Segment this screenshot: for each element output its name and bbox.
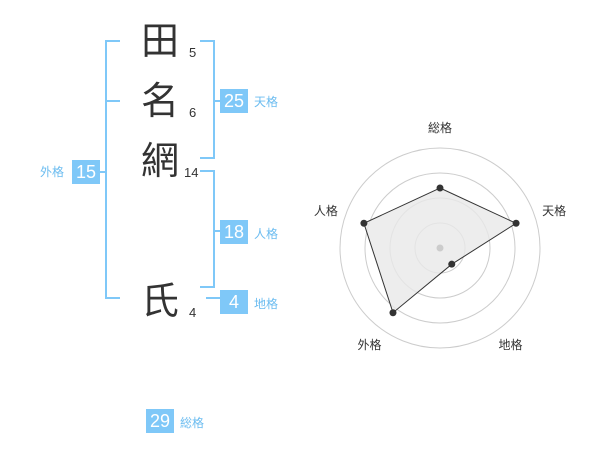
tenkaku-bracket: [200, 40, 215, 159]
stroke-count-1: 5: [189, 45, 197, 60]
jinkaku-label: 人格: [254, 227, 279, 241]
tenkaku-value: 25: [220, 89, 248, 113]
chikaku-label: 地格: [254, 297, 279, 311]
radar-point-3: [448, 260, 456, 268]
radar-center-dot: [436, 244, 444, 252]
radar-point-1: [436, 184, 444, 192]
soukaku-value: 29: [146, 409, 174, 433]
name-char-3: 網: [140, 139, 179, 183]
stroke-count-3: 14: [184, 165, 199, 180]
gaikaku-label: 外格: [40, 165, 65, 179]
radar-axis-label-4: 外格: [357, 337, 381, 352]
radar-point-2: [512, 219, 520, 227]
name-char-4: 氏: [140, 279, 179, 323]
outer-bracket: [105, 40, 120, 299]
radar-point-5: [360, 219, 368, 227]
name-char-2: 名: [140, 79, 179, 123]
jinkaku-value: 18: [220, 220, 248, 244]
radar-axis-label-5: 人格: [314, 203, 338, 218]
radar-axis-label-3: 地格: [498, 337, 522, 352]
chikaku-value: 4: [220, 290, 248, 314]
name-char-1: 田: [140, 19, 179, 63]
radar-axis-label-2: 天格: [542, 203, 566, 218]
stroke-count-2: 6: [189, 105, 197, 120]
gaikaku-value: 15: [72, 160, 100, 184]
soukaku-label: 総格: [180, 416, 205, 430]
tenkaku-label: 天格: [254, 95, 279, 109]
radar-axis-label-1: 総格: [428, 120, 452, 135]
radar-ring-4: [339, 147, 541, 349]
radar-point-4: [389, 309, 397, 317]
jinkaku-bracket: [200, 170, 215, 288]
radar-ring-3: [364, 172, 516, 324]
stroke-count-4: 4: [189, 305, 197, 320]
